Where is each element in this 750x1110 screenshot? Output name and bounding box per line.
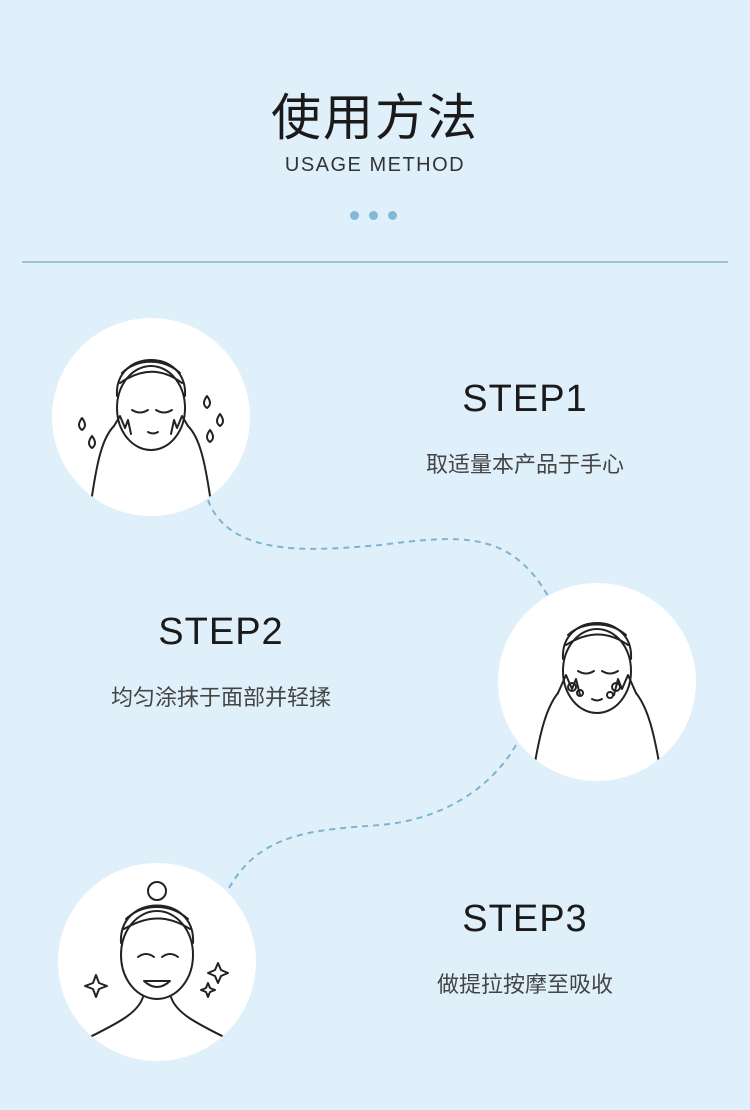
dot-icon [388,211,397,220]
step-3-desc: 做提拉按摩至吸收 [436,973,613,998]
dot-icon [350,211,359,220]
dot-icon [369,211,378,220]
page-subtitle: USAGE METHOD [284,154,466,176]
face-massage-foam-icon [533,622,661,769]
step-2-title: STEP2 [158,611,284,653]
face-water-drops-icon [78,359,224,497]
step-1-title: STEP1 [462,378,588,420]
step-1-desc: 取适量本产品于手心 [425,453,624,478]
decorative-dots [350,211,402,221]
step-3-illustration [58,863,256,1061]
face-smile-sparkle-icon [84,881,229,1039]
step-3-title: STEP3 [462,898,588,940]
page-title: 使用方法 [271,89,479,147]
header-divider [22,261,728,263]
step-1-illustration [52,318,250,516]
step-2-desc: 均匀涂抹于面部并轻揉 [110,686,331,711]
step-2-illustration [498,583,696,781]
